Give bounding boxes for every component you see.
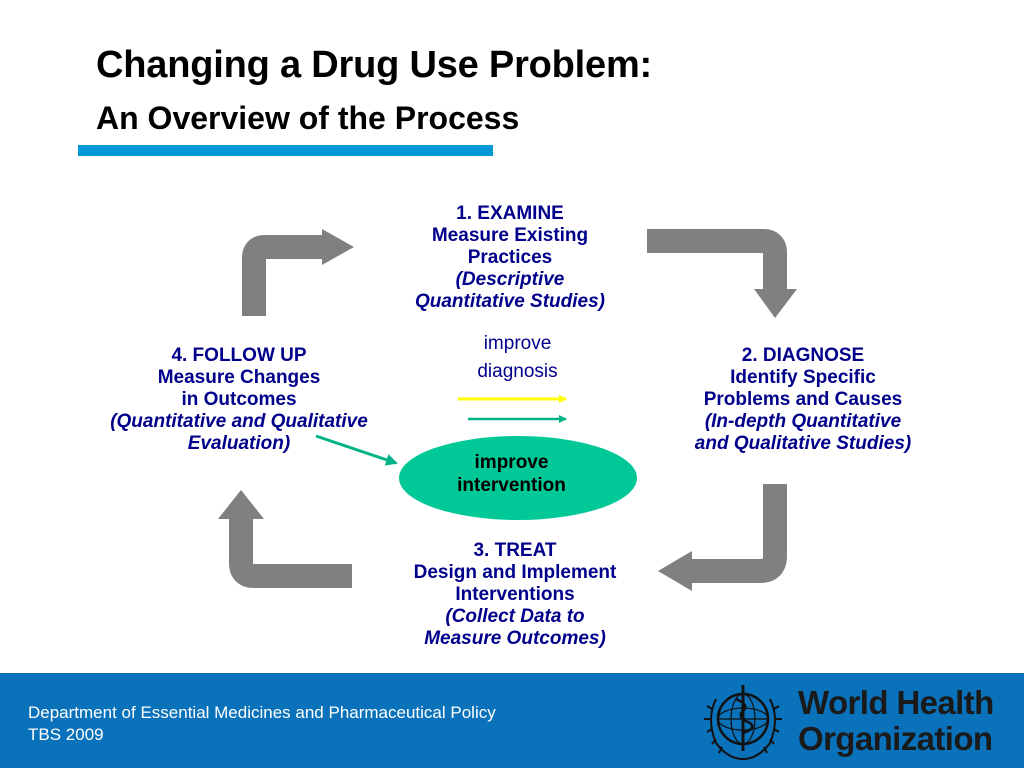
step-follow-up-method: Evaluation) — [187, 433, 291, 454]
who-wordmark: World Health Organization — [798, 685, 994, 757]
step-follow-up-line: Measure Changes — [157, 367, 321, 388]
slide-title: Changing a Drug Use Problem: — [96, 44, 653, 86]
step-diagnose-line: Problems and Causes — [703, 389, 903, 410]
who-name-line2: Organization — [798, 720, 993, 757]
footer-department: Department of Essential Medicines and Ph… — [28, 703, 496, 722]
improve-intervention-line: improve — [474, 452, 549, 473]
step-examine-method: Quantitative Studies) — [414, 291, 606, 312]
arrow-treat-to-followup — [218, 490, 352, 588]
improve-intervention-label: improve intervention — [399, 451, 624, 497]
improve-intervention-line: intervention — [457, 475, 566, 496]
improve-diagnosis-label: improve diagnosis — [440, 330, 595, 386]
step-diagnose: 2. DIAGNOSE Identify Specific Problems a… — [668, 345, 938, 455]
arrow-followup-to-examine — [242, 229, 354, 316]
step-diagnose-method: and Qualitative Studies) — [694, 433, 912, 454]
step-treat: 3. TREAT Design and Implement Interventi… — [380, 540, 650, 650]
step-examine-heading: 1. EXAMINE — [456, 203, 564, 224]
step-follow-up-line: in Outcomes — [181, 389, 297, 410]
footer-bar — [0, 673, 1024, 768]
who-emblem-icon — [704, 685, 782, 760]
footer-code: TBS 2009 — [28, 725, 104, 744]
title-underline — [78, 145, 493, 156]
improve-diagnosis-line: improve — [483, 333, 552, 354]
slide-subtitle: An Overview of the Process — [96, 100, 520, 136]
step-diagnose-line: Identify Specific — [730, 367, 876, 388]
step-examine-line: Practices — [467, 247, 553, 268]
arrow-diagnose-to-treat — [658, 484, 787, 591]
step-treat-method: (Collect Data to — [445, 606, 585, 627]
who-name-line1: World Health — [798, 684, 994, 721]
step-examine-method: (Descriptive — [455, 269, 565, 290]
step-examine-line: Measure Existing — [431, 225, 589, 246]
footer-text: Department of Essential Medicines and Ph… — [28, 702, 496, 746]
step-follow-up-method: (Quantitative and Qualitative — [110, 411, 368, 432]
step-examine: 1. EXAMINE Measure Existing Practices (D… — [380, 203, 640, 313]
step-follow-up-heading: 4. FOLLOW UP — [171, 345, 307, 366]
step-diagnose-heading: 2. DIAGNOSE — [741, 345, 865, 366]
arrow-examine-to-diagnose — [647, 229, 797, 318]
step-treat-line: Interventions — [455, 584, 575, 605]
followup-to-intervention-arrow — [315, 434, 398, 466]
step-diagnose-method: (In-depth Quantitative — [704, 411, 902, 432]
improve-diagnosis-line: diagnosis — [477, 361, 558, 382]
step-treat-line: Design and Implement — [413, 562, 617, 583]
step-follow-up: 4. FOLLOW UP Measure Changes in Outcomes… — [84, 345, 394, 455]
step-treat-method: Measure Outcomes) — [424, 628, 606, 649]
improve-intervention-ellipse — [399, 436, 637, 520]
step-treat-heading: 3. TREAT — [473, 540, 557, 561]
